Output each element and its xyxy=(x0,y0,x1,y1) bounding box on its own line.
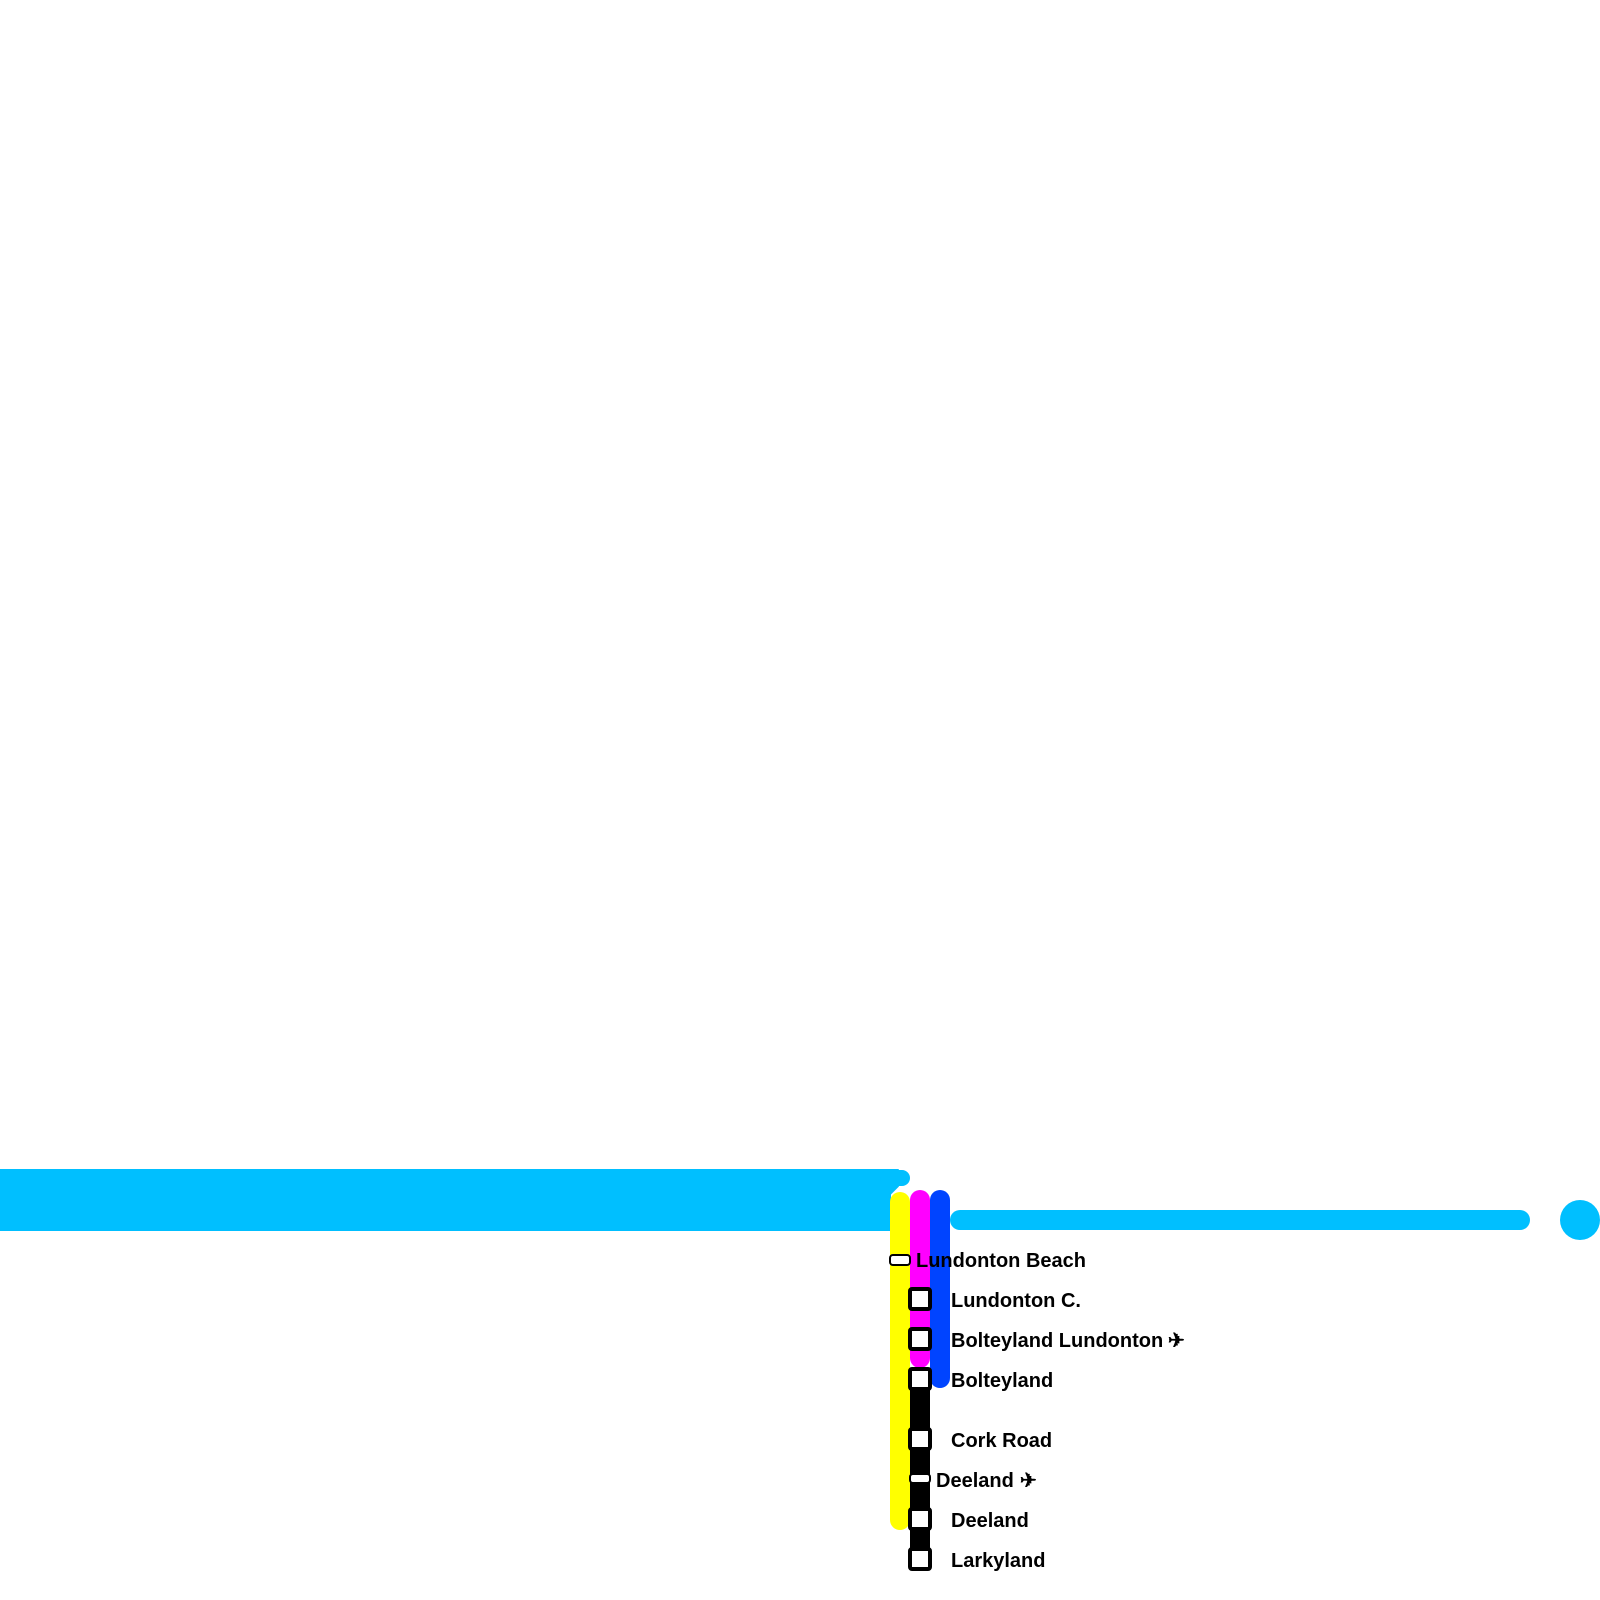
station-label-bolteyland[interactable]: Bolteyland xyxy=(951,1370,1053,1392)
cyan-line-terminus xyxy=(1560,1200,1600,1240)
station-marker-lundonton-beach[interactable] xyxy=(889,1254,911,1266)
station-label-deeland-airport[interactable]: Deeland xyxy=(936,1470,1014,1492)
station-label-cork-road[interactable]: Cork Road xyxy=(951,1430,1052,1452)
station-label-bolteyland-lundonton[interactable]: Bolteyland Lundonton xyxy=(951,1330,1163,1352)
cyan-line-west xyxy=(0,1169,899,1231)
station-label-larkyland[interactable]: Larkyland xyxy=(951,1550,1045,1572)
station-marker-lundonton-c[interactable] xyxy=(908,1287,932,1311)
station-marker-deeland[interactable] xyxy=(908,1507,932,1531)
cyan-line-west-cap xyxy=(880,1170,910,1186)
airplane-icon: ✈ xyxy=(1020,1470,1037,1492)
station-label-lundonton-beach[interactable]: Lundonton Beach xyxy=(916,1250,1086,1272)
airplane-icon: ✈ xyxy=(1168,1330,1185,1352)
station-marker-bolteyland-lundonton[interactable] xyxy=(908,1327,932,1351)
station-marker-larkyland[interactable] xyxy=(908,1547,932,1571)
station-marker-bolteyland[interactable] xyxy=(908,1367,932,1391)
station-label-lundonton-c[interactable]: Lundonton C. xyxy=(951,1290,1081,1312)
station-label-deeland[interactable]: Deeland xyxy=(951,1510,1029,1532)
station-marker-cork-road[interactable] xyxy=(908,1427,932,1451)
station-marker-deeland-airport[interactable] xyxy=(909,1473,931,1484)
